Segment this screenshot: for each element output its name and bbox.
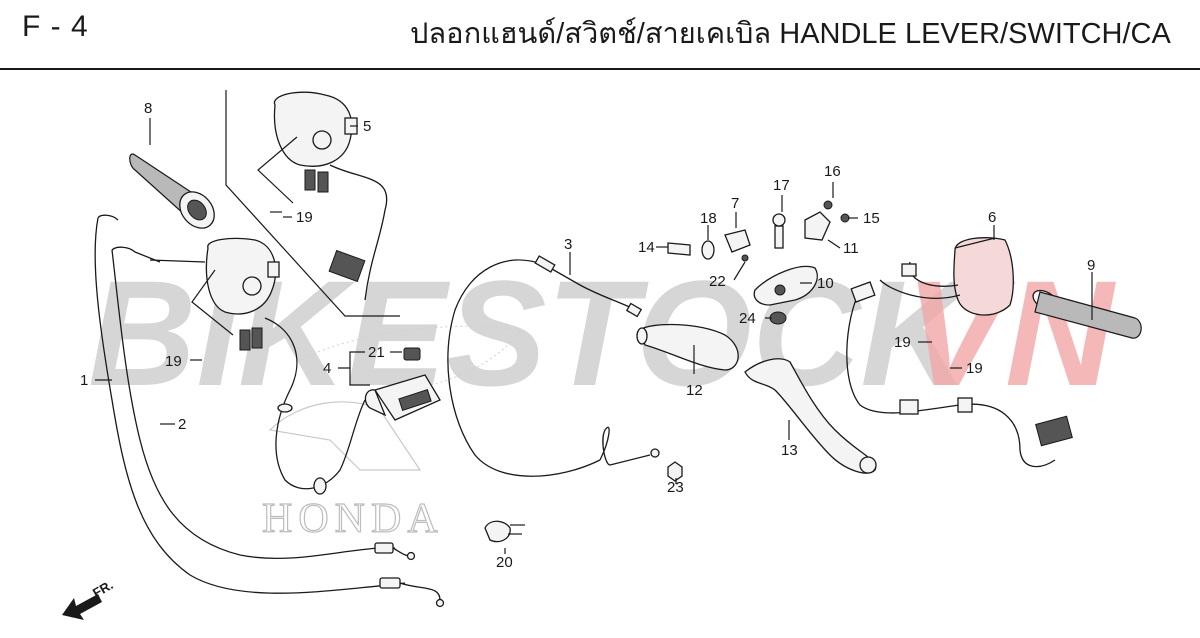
callout-19-b: 19 [165,353,182,370]
clamp-part-20 [484,520,525,543]
callout-17: 17 [773,177,790,194]
left-switch-housing-upper [257,91,388,301]
throttle-cable-1 [94,214,445,608]
callout-11: 11 [843,240,859,257]
callout-19-d: 19 [966,360,983,377]
callout-19-c: 19 [894,334,911,351]
callout-5: 5 [363,118,371,135]
callout-3: 3 [564,236,572,253]
throttle-cable-2 [111,246,416,561]
callout-6: 6 [988,209,996,226]
callout-9: 9 [1087,257,1095,274]
callout-24: 24 [739,310,756,327]
inset-boundary [225,90,400,317]
callout-22: 22 [709,273,726,290]
callout-1: 1 [80,372,88,389]
clutch-cable [447,255,660,477]
left-switch-housing-lower [149,237,366,495]
brake-lever [744,358,877,474]
brake-bracket-assembly [667,200,850,482]
callout-7: 7 [731,195,739,212]
callout-16: 16 [824,163,841,180]
honda-wing-icon [268,401,422,471]
callout-12: 12 [686,382,703,399]
left-grip [129,153,215,229]
header: F - 4 ปลอกแฮนด์/สวิตช์/สายเคเบิล HANDLE … [0,0,1200,70]
callout-labels: 8 5 19 1 2 3 4 21 19 7 18 14 22 17 16 15… [80,100,1095,571]
callout-21: 21 [368,344,385,361]
honda-wing-dots [299,325,521,391]
callout-14: 14 [638,239,655,256]
page-title: ปลอกแฮนด์/สวิตช์/สายเคเบิล HANDLE LEVER/… [410,18,1171,50]
callout-4: 4 [323,360,331,377]
front-direction-indicator: FR. [62,577,116,620]
callout-15: 15 [863,210,880,227]
switch-unit [364,347,441,421]
callout-10: 10 [817,275,834,292]
leader-lines [95,118,1093,554]
callout-23: 23 [667,479,684,496]
right-grip [1032,289,1142,339]
callout-8: 8 [144,100,152,117]
callout-18: 18 [700,210,717,227]
callout-13: 13 [781,442,798,459]
right-switch-housing [846,237,1073,468]
callout-20: 20 [496,554,513,571]
lever-cover [636,323,739,371]
title-divider [0,68,1200,70]
front-arrow-icon [62,594,102,620]
page-code: F - 4 [22,10,89,43]
honda-logo-text: HONDA [262,496,444,542]
callout-2: 2 [178,416,186,433]
callout-19-a: 19 [296,209,313,226]
